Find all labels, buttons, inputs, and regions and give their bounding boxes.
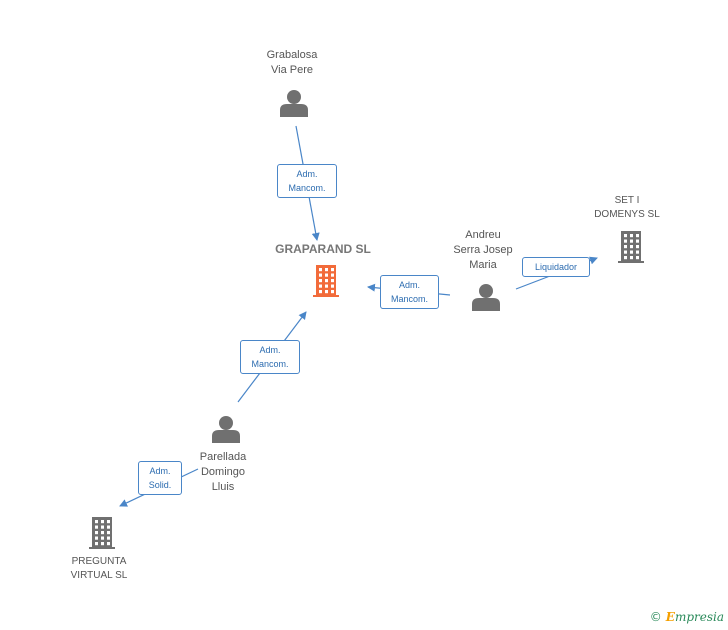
node-label-line: Grabalosa xyxy=(266,49,318,61)
node-label-line: DOMENYS SL xyxy=(594,209,660,220)
node-label-line: Maria xyxy=(469,259,497,271)
node-label-line: GRAPARAND SL xyxy=(275,242,371,256)
node-label-line: SET I xyxy=(614,195,640,206)
brand-name: mpresia xyxy=(674,610,724,624)
node-label-andreu[interactable]: Andreu Serra Josep Maria xyxy=(428,228,538,273)
brand-initial: E xyxy=(665,610,675,624)
node-label-line: PREGUNTA xyxy=(71,556,127,567)
empresia-watermark: ©Empresia xyxy=(650,610,724,624)
building-icon[interactable] xyxy=(89,517,115,549)
node-label-parellada[interactable]: Parellada Domingo Lluis xyxy=(168,450,278,495)
copyright-icon: © xyxy=(649,610,662,624)
node-label-line: Domingo xyxy=(200,466,246,478)
node-label-grabalosa[interactable]: Grabalosa Via Pere xyxy=(237,48,347,78)
node-label-set-i-domenys[interactable]: SET I DOMENYS SL xyxy=(572,194,682,222)
node-label-line: VIRTUAL SL xyxy=(70,570,128,581)
person-icon[interactable] xyxy=(472,284,500,311)
node-label-line: Lluis xyxy=(211,481,235,493)
edge-label-parellada-pregunta[interactable]: Adm. Solid. xyxy=(138,461,182,495)
edge-label-grabalosa-graparand[interactable]: Adm. Mancom. xyxy=(277,164,337,198)
building-icon[interactable] xyxy=(618,231,644,263)
node-label-graparand[interactable]: GRAPARAND SL xyxy=(268,242,378,257)
node-label-line: Andreu xyxy=(465,229,501,241)
node-label-line: Serra Josep xyxy=(453,244,513,256)
edge-label-andreu-set[interactable]: Liquidador xyxy=(522,257,590,277)
edge-label-parellada-graparand[interactable]: Adm. Mancom. xyxy=(240,340,300,374)
node-label-line: Via Pere xyxy=(271,64,313,76)
edge-label-andreu-graparand[interactable]: Adm. Mancom. xyxy=(380,275,439,309)
node-label-line: Parellada xyxy=(199,451,247,463)
building-icon[interactable] xyxy=(313,265,339,297)
person-icon[interactable] xyxy=(280,90,308,117)
person-icon[interactable] xyxy=(212,416,240,443)
node-label-pregunta-virtual[interactable]: PREGUNTA VIRTUAL SL xyxy=(44,555,154,583)
